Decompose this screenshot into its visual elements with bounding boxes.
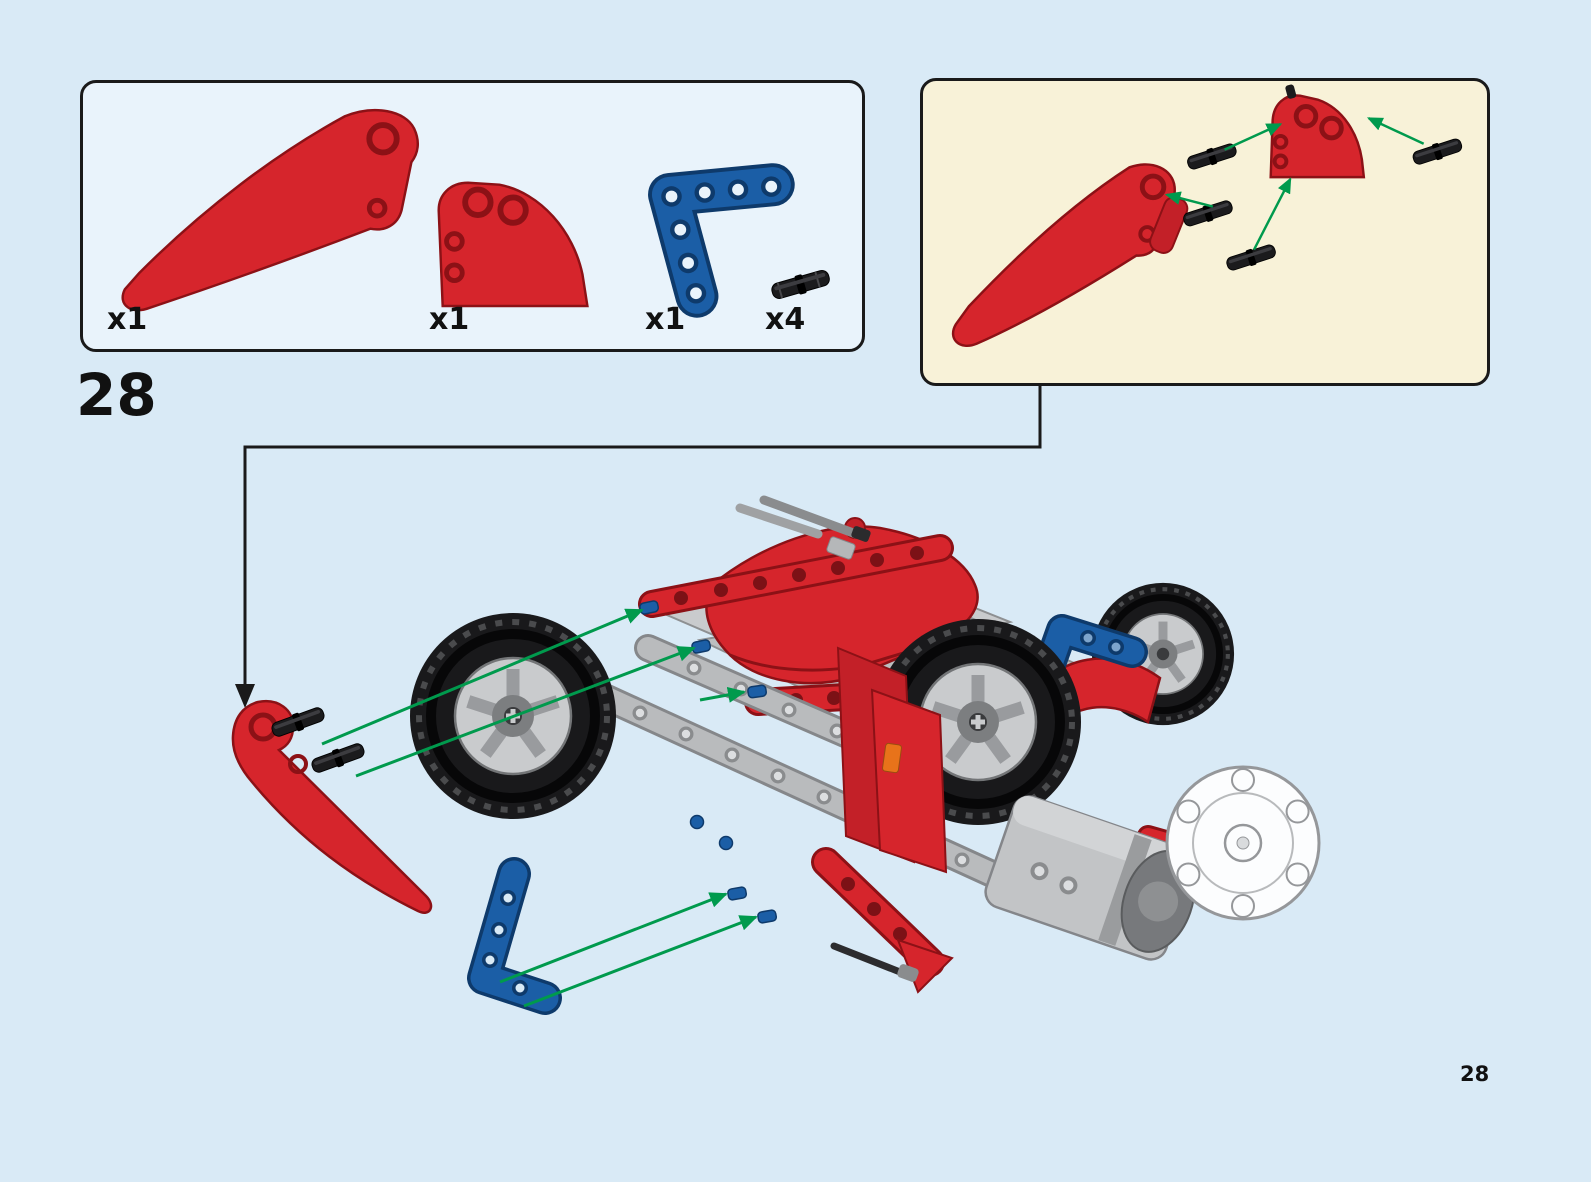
red-center-panels	[811, 646, 1251, 994]
page-number: 28	[1460, 1062, 1490, 1086]
inset-black-pin-3	[1226, 244, 1276, 271]
center-wheel	[875, 619, 1081, 825]
subassembly-inset-box	[920, 78, 1490, 386]
part-quantity-label: x1	[429, 302, 470, 337]
green-placement-arrows	[321, 608, 758, 1008]
inset-green-arrows	[1164, 117, 1425, 251]
part-red-curved-panel	[121, 109, 419, 312]
part-red-wedge-panel	[437, 181, 589, 308]
step-number: 28	[76, 361, 157, 429]
connector-arrowhead	[235, 684, 255, 708]
gray-gearbox	[984, 795, 1196, 961]
part-quantity-label: x1	[645, 302, 686, 337]
orange-connector-piece	[882, 742, 902, 774]
white-fan-wheel	[1165, 765, 1321, 921]
black-pin-left-1	[271, 707, 325, 737]
top-axles	[735, 495, 871, 560]
subassembly-illustration	[951, 84, 1463, 347]
part-quantity-label: x4	[765, 302, 806, 337]
blue-pins-on-model	[639, 600, 778, 924]
bottom-axle	[830, 942, 919, 982]
inset-black-pin-4	[1412, 138, 1463, 165]
part-blue-angular-beam	[648, 163, 795, 318]
parts-callout-box: x1 x1 x1 x4	[80, 80, 865, 352]
inset-black-pin-2	[1183, 200, 1233, 227]
inset-red-curved-panel	[951, 163, 1189, 347]
part-quantity-label: x1	[107, 302, 148, 337]
detached-red-curved-panel	[231, 699, 433, 914]
detached-blue-angular-beam	[467, 857, 562, 1015]
inset-red-wedge-panel	[1269, 84, 1366, 179]
black-pin-left-2	[311, 743, 365, 773]
parts-illustration	[121, 109, 830, 318]
inset-connector-line	[235, 386, 1042, 708]
inset-black-pin-1	[1187, 143, 1237, 170]
part-black-pin	[771, 269, 830, 299]
